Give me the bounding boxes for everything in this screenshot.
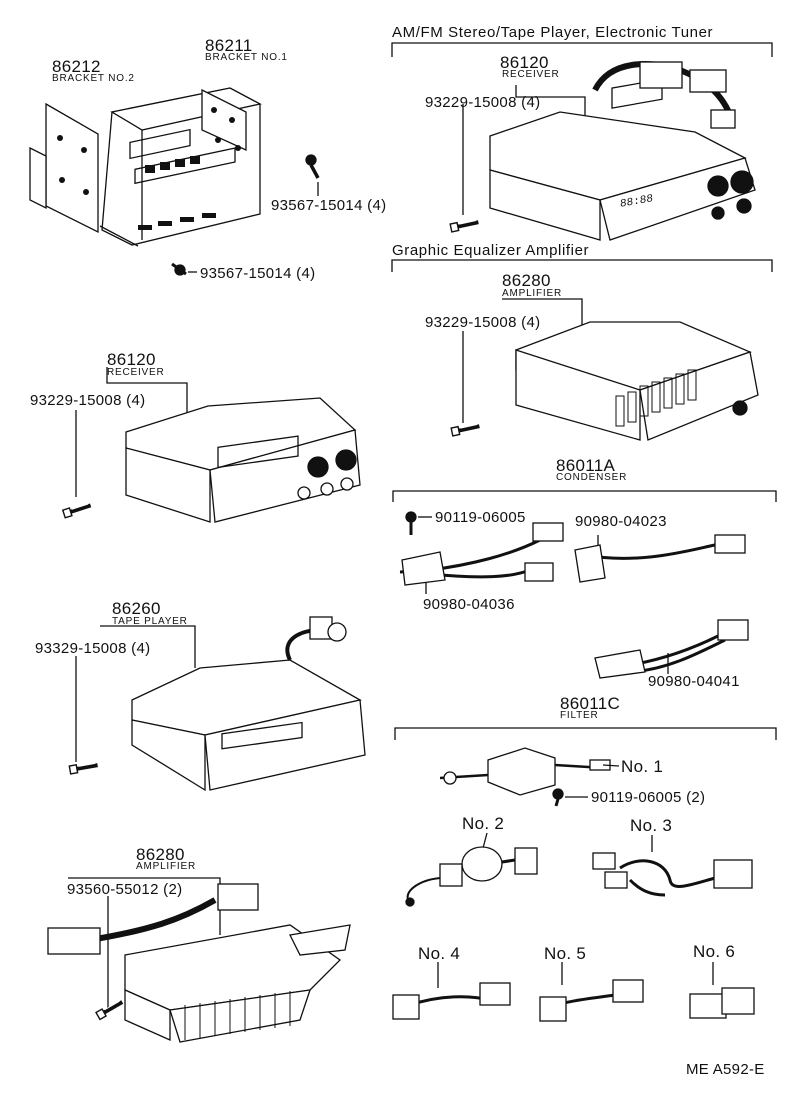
filter-no2-label: No. 2 — [462, 814, 505, 833]
screw-tape-player — [67, 759, 101, 776]
amplifier-eq-screw-label: 93229-15008 (4) — [425, 314, 541, 331]
tape-player-screw-label: 93329-15008 (4) — [35, 640, 151, 657]
bracket-assembly — [29, 87, 262, 247]
condenser-harness-c-label: 90980-04041 — [648, 673, 740, 690]
receiver-left-screw-label: 93229-15008 (4) — [30, 392, 146, 409]
receiver-top-screw-label: 93229-15008 (4) — [425, 94, 541, 111]
condenser-harness-a-label: 90980-04036 — [423, 596, 515, 613]
amplifier-bottom-drawing — [47, 877, 351, 1043]
filter-no5-label: No. 5 — [544, 944, 587, 963]
receiver-top-drawing — [391, 42, 773, 241]
amplifier-bottom-name: AMPLIFIER — [136, 861, 196, 872]
tape-player-name: TAPE PLAYER — [112, 616, 188, 627]
figure-code: ME A592-E — [686, 1061, 765, 1078]
condenser-name: CONDENSER — [556, 472, 628, 483]
filter-number: 86011C — [560, 694, 621, 713]
condenser-bolt-label: 90119-06005 — [435, 509, 526, 526]
screw-bracket-a-label: 93567-15014 (4) — [271, 197, 387, 214]
filter-no3-label: No. 3 — [630, 816, 673, 835]
header-am-fm-stereo: AM/FM Stereo/Tape Player, Electronic Tun… — [392, 24, 714, 41]
filter-no1-label: No. 1 — [621, 757, 664, 776]
filter-bolt-label: 90119-06005 (2) — [591, 789, 706, 806]
bracket-screw-top — [305, 154, 320, 179]
filter-drawing — [392, 727, 777, 1022]
bracket1-number: 86211 — [205, 36, 253, 55]
receiver-left-drawing — [75, 367, 361, 523]
bracket1-name: BRACKET NO.1 — [205, 52, 288, 63]
condenser-harness-b-label: 90980-04023 — [575, 513, 667, 530]
bracket-screw-bottom — [171, 262, 187, 276]
condenser-number: 86011A — [556, 456, 616, 475]
receiver-left-number: 86120 — [107, 350, 156, 369]
equalizer-amplifier-drawing — [391, 259, 773, 441]
amplifier-eq-name: AMPLIFIER — [502, 288, 562, 299]
screw-receiver-top — [448, 216, 482, 234]
bracket2-number: 86212 — [52, 57, 101, 76]
receiver-top-name: RECEIVER — [502, 69, 560, 80]
receiver-left-name: RECEIVER — [107, 367, 165, 378]
screw-equalizer — [449, 420, 483, 438]
receiver-top-number: 86120 — [500, 53, 549, 72]
tape-player-drawing — [75, 616, 366, 792]
amplifier-eq-number: 86280 — [502, 271, 551, 290]
amplifier-bottom-screw-label: 93560-55012 (2) — [67, 881, 183, 898]
filter-name: FILTER — [560, 710, 599, 721]
header-graphic-equalizer: Graphic Equalizer Amplifier — [392, 242, 590, 259]
screw-receiver-left — [60, 499, 94, 520]
tape-player-number: 86260 — [112, 599, 161, 618]
amplifier-bottom-number: 86280 — [136, 845, 185, 864]
screw-amplifier-bottom — [94, 996, 127, 1022]
condenser-drawing — [392, 490, 777, 679]
screw-bracket-b-label: 93567-15014 (4) — [200, 265, 316, 282]
filter-no4-label: No. 4 — [418, 944, 461, 963]
bracket2-name: BRACKET NO.2 — [52, 73, 135, 84]
filter-no6-label: No. 6 — [693, 942, 736, 961]
